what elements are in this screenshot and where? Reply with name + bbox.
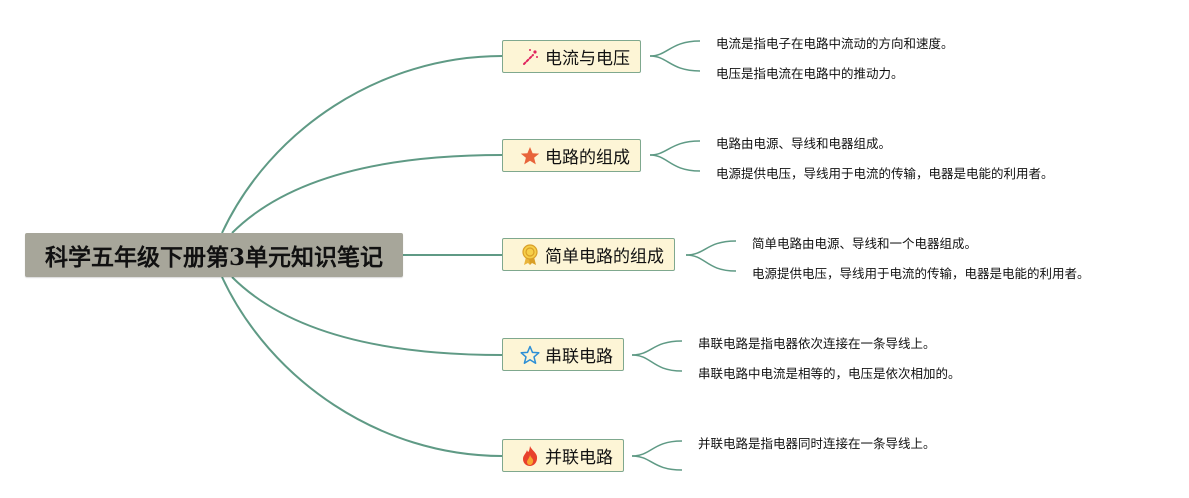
note-text: 电压是指电流在电路中的推动力。: [716, 66, 904, 81]
branch-title: 并联电路: [545, 448, 613, 468]
connector-leaf-4-2: [631, 354, 683, 372]
branch-topic-simple-circuit[interactable]: 简单电路的组成: [502, 238, 675, 271]
connector-root-branch-5: [221, 276, 503, 457]
branch-topic-series-circuit[interactable]: 串联电路: [502, 338, 624, 371]
connector-leaf-3-2: [685, 254, 737, 272]
star-filled-icon: [519, 145, 541, 167]
branch-title: 电路的组成: [545, 148, 630, 168]
note-text: 简单电路由电源、导线和一个电器组成。: [752, 236, 978, 251]
connector-leaf-5-2: [631, 455, 683, 471]
connector-leaf-2-1: [649, 140, 701, 156]
award-ribbon-icon: [519, 243, 541, 266]
star-outline-icon: [519, 344, 541, 366]
root-topic[interactable]: 科学五年级下册第3单元知识笔记: [25, 233, 403, 277]
branch-topic-current-voltage[interactable]: 电流与电压: [502, 40, 641, 73]
connector-leaf-3-1: [685, 240, 737, 256]
note-text: 串联电路是指电器依次连接在一条导线上。: [698, 336, 936, 351]
note-text: 电源提供电压，导线用于电流的传输，电器是电能的利用者。: [752, 266, 1090, 281]
connector-root-branch-4: [231, 276, 503, 356]
connector-root-branch-2: [231, 154, 503, 234]
fire-icon: [519, 445, 541, 467]
branch-title: 串联电路: [545, 347, 613, 367]
connector-leaf-4-1: [631, 340, 683, 356]
connector-leaf-1-2: [649, 55, 701, 72]
connector-leaf-5-1: [631, 440, 683, 457]
connector-leaf-1-1: [649, 40, 701, 57]
connector-leaf-2-2: [649, 154, 701, 172]
note-text: 并联电路是指电器同时连接在一条导线上。: [698, 436, 936, 451]
note-text: 串联电路中电流是相等的，电压是依次相加的。: [698, 366, 961, 381]
root-topic-title: 科学五年级下册第3单元知识笔记: [44, 244, 383, 271]
magic-wand-icon: [519, 46, 541, 68]
note-text: 电源提供电压，导线用于电流的传输，电器是电能的利用者。: [716, 166, 1054, 181]
connector-root-branch-1: [221, 55, 503, 234]
note-text: 电流是指电子在电路中流动的方向和速度。: [716, 36, 954, 51]
branch-title: 电流与电压: [545, 49, 630, 69]
branch-title: 简单电路的组成: [545, 247, 664, 267]
branch-topic-circuit-composition[interactable]: 电路的组成: [502, 139, 641, 172]
branch-topic-parallel-circuit[interactable]: 并联电路: [502, 439, 624, 472]
note-text: 电路由电源、导线和电器组成。: [716, 136, 892, 151]
